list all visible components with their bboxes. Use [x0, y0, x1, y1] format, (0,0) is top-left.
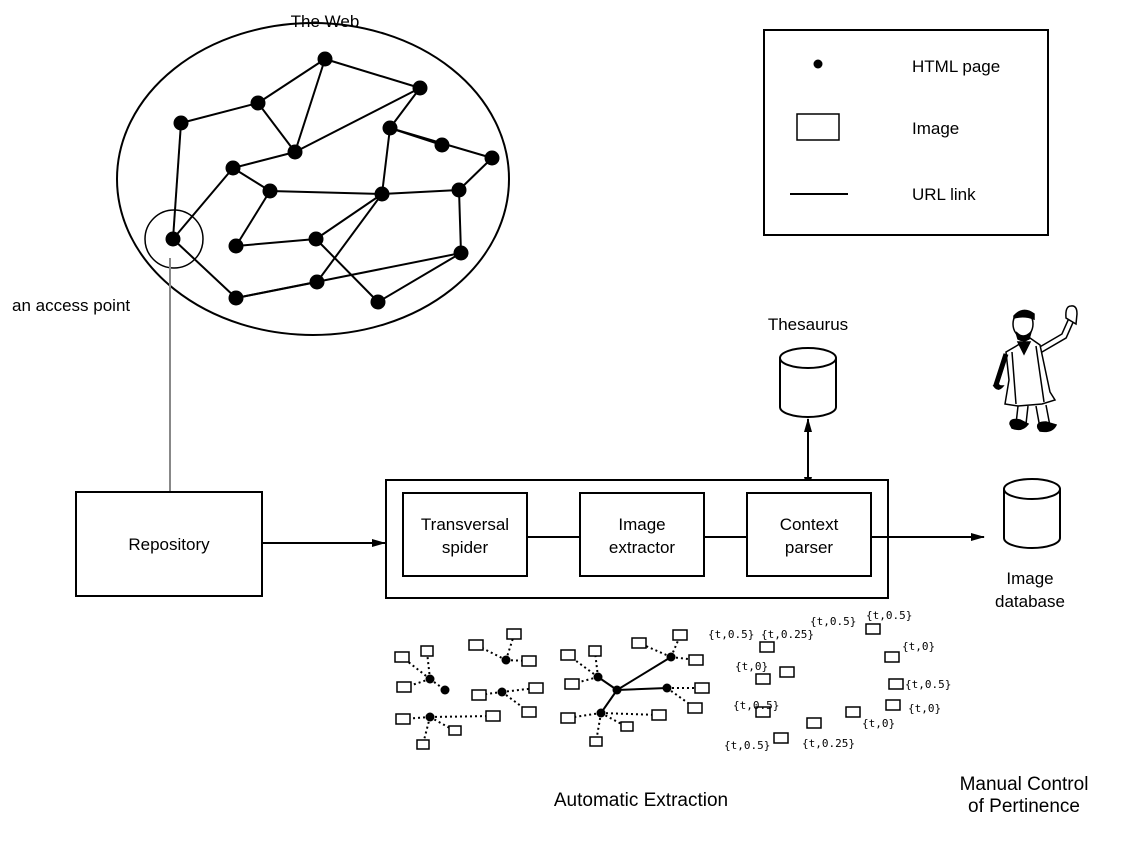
repository-box — [75, 491, 263, 597]
person-figure — [992, 305, 1078, 433]
extractor-box — [579, 492, 705, 577]
web-pages — [165, 51, 500, 310]
pertinence-tag: {t,0.25} — [761, 628, 814, 641]
tree-middle — [560, 629, 710, 747]
extractor-label-2: extractor — [609, 538, 675, 557]
tree-annotated: {t,0.5} {t,0.25} {t,0.5} {t,0.5} {t,0} {… — [708, 609, 951, 752]
pertinence-tag: {t,0.5} — [866, 609, 912, 622]
pertinence-tag: {t,0} — [862, 717, 895, 730]
thesaurus-cylinder — [779, 358, 837, 418]
legend-html-page: HTML page — [912, 57, 1000, 76]
manual-control-caption-1: Manual Control — [960, 774, 1089, 795]
pertinence-tag: {t,0} — [735, 660, 768, 673]
extraction-trees: {t,0.5} {t,0.25} {t,0.5} {t,0.5} {t,0} {… — [394, 609, 951, 752]
spider-label-1: Transversal — [421, 515, 509, 534]
extractor-label-1: Image — [618, 515, 665, 534]
pertinence-tag: {t,0.5} — [810, 615, 856, 628]
pertinence-tag: {t,0.5} — [724, 739, 770, 752]
spider-box — [402, 492, 528, 577]
access-point-circle — [144, 209, 204, 269]
legend: HTML page Image URL link — [763, 29, 1049, 236]
legend-page-dot — [813, 59, 823, 69]
legend-image: Image — [912, 119, 959, 138]
database-label-1: Image — [1006, 569, 1053, 588]
thesaurus: Thesaurus — [768, 315, 848, 418]
parser-label-1: Context — [780, 515, 839, 534]
spider-label-2: spider — [442, 538, 489, 557]
pertinence-tag: {t,0} — [902, 640, 935, 653]
database-cylinder — [1003, 489, 1061, 549]
thesaurus-label: Thesaurus — [768, 315, 848, 334]
web-title: The Web — [291, 12, 360, 31]
pipeline: Transversal spider Image extractor Conte… — [385, 479, 889, 599]
image-database: Image database — [995, 478, 1065, 611]
database-label-2: database — [995, 592, 1065, 611]
pertinence-tag: {t,0.5} — [905, 678, 951, 691]
legend-url-link: URL link — [912, 185, 976, 204]
tree-left — [394, 628, 544, 750]
pertinence-tag: {t,0.25} — [802, 737, 855, 750]
web-ellipse — [116, 22, 510, 336]
automatic-extraction-caption: Automatic Extraction — [554, 790, 728, 811]
pertinence-tag: {t,0} — [908, 702, 941, 715]
parser-label-2: parser — [785, 538, 834, 557]
legend-image-square — [796, 113, 840, 141]
repository-label: Repository — [128, 535, 210, 554]
pertinence-tag: {t,0.5} — [708, 628, 754, 641]
manual-control-caption-2: of Pertinence — [968, 796, 1080, 817]
parser-box — [746, 492, 872, 577]
web-cloud: The Web — [12, 12, 510, 336]
repository: Repository — [75, 491, 263, 597]
access-point-label: an access point — [12, 296, 130, 315]
pertinence-tag: {t,0.5} — [733, 699, 779, 712]
web-links — [172, 58, 493, 303]
